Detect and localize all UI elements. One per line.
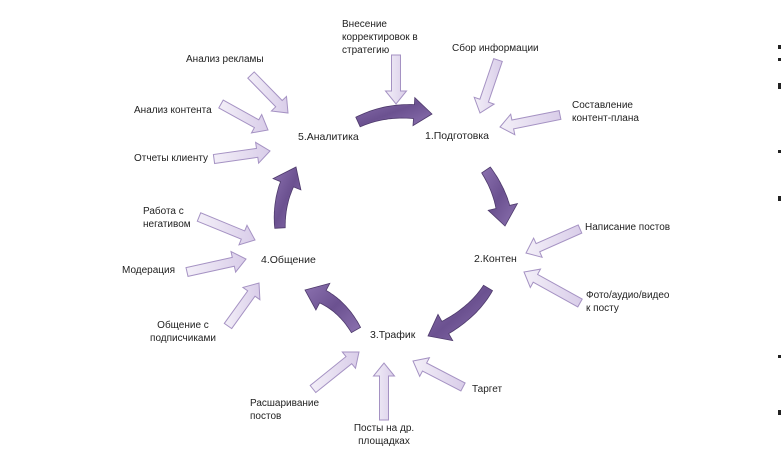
stage-3-label: 3.Трафик	[370, 329, 416, 341]
label-moderacia: Модерация	[122, 265, 176, 276]
label-sostavlenie: Составление контент-плана	[572, 99, 639, 125]
otchety-arrow	[212, 141, 271, 165]
napisanie-arrow	[525, 224, 583, 259]
cycle-arrow-2-to-3	[427, 284, 494, 342]
obshenie-arrow	[223, 282, 261, 330]
cycle-arrow-4-to-5	[272, 166, 302, 229]
posty-arrow	[372, 362, 396, 421]
right-edge-marks	[778, 0, 782, 458]
label-vnesenie-line2: корректировок в	[342, 32, 418, 43]
label-sostavlenie-line1: Составление	[572, 100, 633, 111]
cycle-arrow-5-to-1	[355, 96, 433, 128]
stage-1-label: 1.Подготовка	[425, 130, 490, 142]
label-sbor: Сбор информации	[452, 43, 539, 54]
label-foto-line1: Фото/аудио/видео	[586, 290, 670, 301]
label-rabota-line2: негативом	[143, 219, 191, 230]
cycle-arrow-1-to-2	[481, 166, 519, 227]
label-vnesenie-line3: стратегию	[342, 45, 390, 56]
label-vnesenie-line1: Внесение	[342, 19, 387, 30]
label-obshenie-line2: подписчиками	[150, 333, 216, 344]
rasshar-arrow	[309, 351, 360, 394]
moderacia-arrow	[185, 250, 247, 277]
label-rasshar-line1: Расшаривание	[250, 398, 320, 409]
stage-5-label: 5.Аналитика	[298, 131, 359, 143]
foto-arrow	[523, 268, 583, 308]
label-posty-line1: Посты на др.	[353, 423, 415, 434]
label-rabota-line1: Работа с	[143, 206, 184, 217]
label-napisanie: Написание постов	[585, 222, 671, 233]
label-sostavlenie-line2: контент-плана	[572, 113, 639, 124]
label-obshenie: Общение с подписчиками	[138, 319, 228, 345]
analiz-kontenta-arrow	[218, 99, 269, 134]
label-vnesenie: Внесение корректировок в стратегию	[342, 18, 418, 57]
vnesenie-arrow	[384, 54, 408, 105]
sbor-arrow	[473, 57, 503, 114]
label-analiz-kontenta: Анализ контента	[134, 105, 212, 116]
label-otchety: Отчеты клиенту	[134, 153, 209, 164]
label-target: Таргет	[472, 384, 503, 395]
label-analiz-reklamy: Анализ рекламы	[186, 54, 264, 65]
label-obshenie-line1: Общение с	[157, 320, 209, 331]
stage-4-label: 4.Общение	[261, 254, 316, 266]
label-posty: Посты на др. площадках	[344, 422, 424, 448]
analiz-reklamy-arrow	[247, 71, 289, 114]
label-posty-line2: площадках	[358, 436, 410, 447]
rabota-arrow	[196, 212, 256, 246]
label-rabota: Работа с негативом	[143, 205, 191, 231]
label-rasshar: Расшаривание постов	[250, 397, 319, 423]
target-arrow	[412, 357, 466, 392]
label-foto-line2: к посту	[586, 303, 619, 314]
stage-2-label: 2.Контен	[474, 253, 517, 265]
label-foto: Фото/аудио/видео к посту	[586, 289, 670, 315]
label-rasshar-line2: постов	[250, 411, 282, 422]
sostavlenie-arrow	[499, 110, 562, 136]
cycle-arrow-3-to-4	[304, 282, 362, 334]
